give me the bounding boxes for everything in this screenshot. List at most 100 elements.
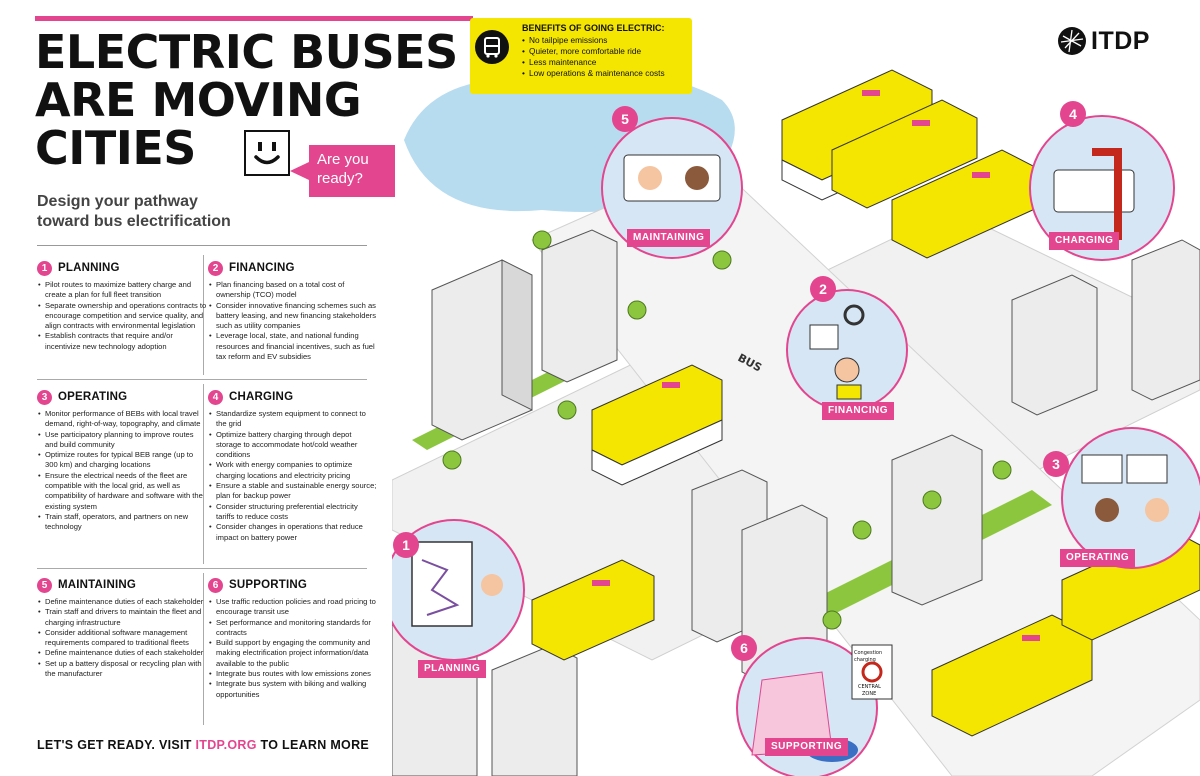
step-item: Leverage local, state, and national fund… bbox=[208, 331, 378, 362]
step-operating: 3 OPERATING Monitor performance of BEBs w… bbox=[37, 387, 207, 533]
station-label-operating[interactable]: OPERATING bbox=[1060, 549, 1136, 567]
step-item: Consider structuring preferential electr… bbox=[208, 502, 378, 523]
station-number: 1 bbox=[393, 532, 419, 558]
trees bbox=[442, 230, 1012, 630]
step-number: 3 bbox=[37, 389, 52, 405]
step-item: Set performance and monitoring standards… bbox=[208, 618, 378, 639]
step-item: Monitor performance of BEBs with local t… bbox=[37, 409, 207, 430]
station-operating bbox=[1061, 427, 1200, 569]
step-financing: 2 FINANCING Plan financing based on a tot… bbox=[208, 258, 378, 362]
step-maintaining: 5 MAINTAINING Define maintenance duties o… bbox=[37, 575, 207, 679]
benefit-item: Low operations & maintenance costs bbox=[522, 68, 665, 79]
step-item: Ensure a stable and sustainable energy s… bbox=[208, 481, 378, 502]
sign-line-2: charging bbox=[854, 657, 876, 663]
step-item: Consider additional software management … bbox=[37, 628, 207, 649]
step-item: Train staff, operators, and partners on … bbox=[37, 512, 207, 533]
sign-line-3: CENTRAL bbox=[858, 684, 881, 690]
step-item: Optimize battery charging through depot … bbox=[208, 430, 378, 461]
step-item: Integrate bus system with biking and wal… bbox=[208, 679, 378, 700]
electric-buses bbox=[531, 69, 1200, 737]
step-item: Train staff and drivers to maintain the … bbox=[37, 607, 207, 628]
smiley-icon bbox=[244, 130, 290, 176]
footer-prefix: LET'S GET READY. VISIT bbox=[37, 738, 196, 752]
callout-line-1: Are you bbox=[317, 151, 369, 168]
step-item: Use participatory planning to improve ro… bbox=[37, 430, 207, 451]
sign-line-1: Congestion bbox=[854, 650, 882, 656]
itdp-logo-text: ITDP bbox=[1091, 26, 1150, 55]
station-financing bbox=[786, 289, 908, 411]
station-number: 5 bbox=[612, 106, 638, 132]
station-number: 3 bbox=[1043, 451, 1069, 477]
step-item: Separate ownership and operations contra… bbox=[37, 301, 207, 332]
step-item: Work with energy companies to optimize c… bbox=[208, 460, 378, 481]
itdp-link[interactable]: ITDP.ORG bbox=[195, 738, 257, 752]
benefit-item: No tailpipe emissions bbox=[522, 35, 665, 46]
step-title: MAINTAINING bbox=[58, 579, 137, 591]
station-label-financing[interactable]: FINANCING bbox=[822, 402, 895, 420]
bus-roof-panels bbox=[592, 90, 1040, 641]
step-item: Build support by engaging the community … bbox=[208, 638, 378, 669]
step-title: FINANCING bbox=[229, 262, 295, 274]
title-line-2: ARE MOVING bbox=[35, 73, 362, 127]
step-item: Define maintenance duties of each stakeh… bbox=[37, 648, 207, 659]
station-number: 4 bbox=[1060, 101, 1086, 127]
benefit-item: Less maintenance bbox=[522, 57, 665, 68]
step-number: 2 bbox=[208, 260, 223, 276]
station-maintaining bbox=[601, 117, 743, 259]
step-number: 4 bbox=[208, 389, 223, 405]
step-charging: 4 CHARGING Standardize system equipment t… bbox=[208, 387, 378, 543]
step-number: 6 bbox=[208, 577, 223, 593]
step-number: 1 bbox=[37, 260, 52, 276]
step-title: PLANNING bbox=[58, 262, 120, 274]
page-title: ELECTRIC BUSES ARE MOVING CITIES bbox=[35, 28, 465, 172]
station-number: 2 bbox=[810, 276, 836, 302]
step-item: Establish contracts that require and/or … bbox=[37, 331, 207, 352]
callout-line-2: ready? bbox=[317, 170, 363, 187]
station-label-supporting[interactable]: SUPPORTING bbox=[765, 738, 849, 756]
step-title: OPERATING bbox=[58, 391, 128, 403]
city-illustration: BUS Congestion charging CEN bbox=[392, 69, 1200, 776]
sign-line-4: ZONE bbox=[862, 691, 876, 697]
benefits-box: BENEFITS OF GOING ELECTRIC: No tailpipe … bbox=[470, 18, 692, 94]
step-item: Plan financing based on a total cost of … bbox=[208, 280, 378, 301]
title-line-3: CITIES bbox=[35, 121, 196, 175]
step-title: CHARGING bbox=[229, 391, 294, 403]
footer-cta: LET'S GET READY. VISIT ITDP.ORG TO LEARN… bbox=[37, 738, 369, 752]
ready-callout: Are you ready? bbox=[309, 145, 395, 197]
step-item: Pilot routes to maximize battery charge … bbox=[37, 280, 207, 301]
step-item: Set up a battery disposal or recycling p… bbox=[37, 659, 207, 680]
subtitle: Design your pathway toward bus electrifi… bbox=[37, 192, 367, 232]
step-item: Optimize routes for typical BEB range (u… bbox=[37, 450, 207, 471]
step-title: SUPPORTING bbox=[229, 579, 308, 591]
itdp-logo[interactable]: ITDP bbox=[1057, 26, 1150, 56]
step-item: Standardize system equipment to connect … bbox=[208, 409, 378, 430]
subtitle-line-2: toward bus electrification bbox=[37, 213, 231, 230]
step-item: Use traffic reduction policies and road … bbox=[208, 597, 378, 618]
top-rule bbox=[35, 16, 473, 21]
station-label-maintaining[interactable]: MAINTAINING bbox=[627, 229, 711, 247]
bus-icon bbox=[475, 30, 509, 64]
step-planning: 1 PLANNING Pilot routes to maximize batte… bbox=[37, 258, 207, 352]
benefit-item: Quieter, more comfortable ride bbox=[522, 46, 665, 57]
subtitle-line-1: Design your pathway bbox=[37, 193, 198, 210]
callout-tail bbox=[290, 162, 309, 180]
station-label-charging[interactable]: CHARGING bbox=[1049, 232, 1120, 250]
step-item: Define maintenance duties of each stakeh… bbox=[37, 597, 207, 608]
station-number: 6 bbox=[731, 635, 757, 661]
step-supporting: 6 SUPPORTING Use traffic reduction polici… bbox=[208, 575, 378, 700]
station-planning bbox=[392, 519, 525, 661]
title-line-1: ELECTRIC BUSES bbox=[35, 25, 458, 79]
row-divider bbox=[37, 568, 367, 569]
step-item: Consider innovative financing schemes su… bbox=[208, 301, 378, 332]
row-divider bbox=[37, 379, 367, 380]
step-item: Consider changes in operations that redu… bbox=[208, 522, 378, 543]
step-item: Integrate bus routes with low emissions … bbox=[208, 669, 378, 680]
itdp-logo-icon bbox=[1058, 27, 1086, 55]
subtitle-divider bbox=[37, 245, 367, 246]
step-item: Ensure the electrical needs of the fleet… bbox=[37, 471, 207, 512]
step-number: 5 bbox=[37, 577, 52, 593]
station-charging bbox=[1029, 115, 1175, 261]
footer-suffix: TO LEARN MORE bbox=[256, 738, 370, 752]
station-label-planning[interactable]: PLANNING bbox=[418, 660, 487, 678]
benefits-title: BENEFITS OF GOING ELECTRIC: bbox=[522, 23, 665, 33]
